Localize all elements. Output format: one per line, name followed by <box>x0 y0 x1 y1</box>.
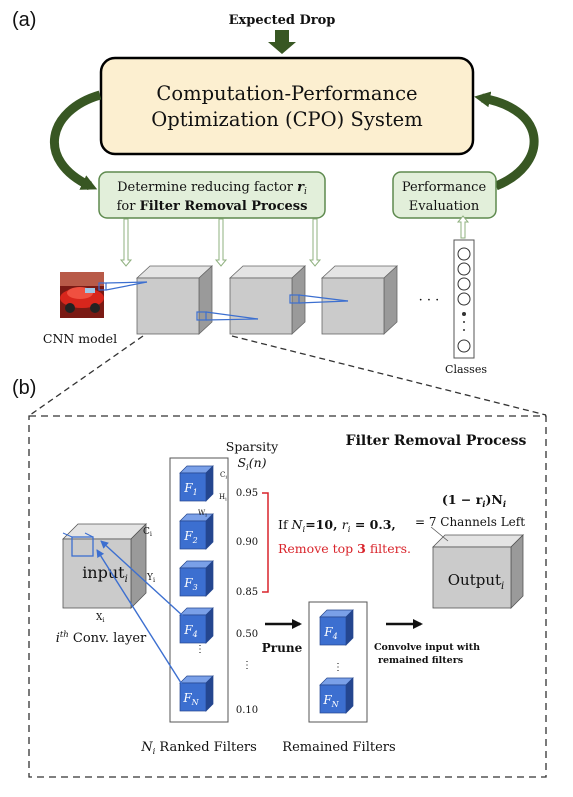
prune-label: Prune <box>262 641 303 655</box>
ranked-filters-label: Ni Ranked Filters <box>140 740 257 757</box>
condition-line: If Ni=10, ri = 0.3, <box>278 517 396 535</box>
remained-filters-vdots: ⋮ <box>333 662 343 673</box>
layer-arrow-1 <box>119 218 133 267</box>
reducing-factor-line2: for Filter Removal Process <box>117 199 308 214</box>
sparsity-function: Si(n) <box>237 455 266 473</box>
layers-ellipsis: · · · <box>419 293 440 308</box>
reducing-factor-box <box>98 171 326 219</box>
left-feedback-arrow <box>49 90 102 191</box>
remained-filter-2: FN <box>319 677 354 714</box>
cpo-title-line1: Computation-Performance <box>156 82 417 105</box>
filter-removal-panel <box>28 415 547 778</box>
cpo-title-line2: Optimization (CPO) System <box>151 108 422 131</box>
channels-left-label: = 7 Channels Left <box>415 515 525 529</box>
zoom-line-left <box>29 335 144 416</box>
ranked-filter-3-label: F3 <box>183 576 197 592</box>
sparsity-values: 0.95 0.90 0.85 0.50 0.10 <box>236 488 258 716</box>
zoom-line-right <box>231 335 547 416</box>
remained-filters-label: Remained Filters <box>282 740 395 755</box>
channels-pointer <box>430 526 449 542</box>
reducing-factor-line1: Determine reducing factor ri <box>117 180 307 197</box>
performance-evaluation-box <box>392 171 497 219</box>
remove-top-filters-text: Remove top 3 filters. <box>278 541 411 556</box>
input-dim-y: Yi <box>146 573 155 584</box>
cnn-input-image <box>60 272 104 318</box>
input-label: inputi <box>82 563 128 585</box>
filterN-to-input-arrow <box>96 549 184 687</box>
ranked-filter-4-label: F4 <box>183 623 197 639</box>
classes-up-arrow <box>456 215 470 239</box>
sparsity-label: Sparsity <box>226 439 279 454</box>
sparsity-value: 0.90 <box>236 537 258 548</box>
panel-a-label: (a) <box>12 9 36 31</box>
removal-bracket <box>262 492 269 593</box>
output-label: Outputi <box>448 571 504 592</box>
ranked-filter-1: F1 <box>179 465 214 502</box>
conv-layer-label: ith Conv. layer <box>56 630 147 646</box>
output-cube <box>432 534 524 609</box>
filter-dim-c: Ci <box>220 471 227 481</box>
remained-filter-2-label: FN <box>322 693 339 709</box>
filter4-to-input-arrow <box>100 540 184 617</box>
classes-label: Classes <box>445 363 487 376</box>
convolve-line1: Convolve input with <box>374 642 480 653</box>
ranked-filters-vdots: ⋮ <box>195 644 205 655</box>
channels-formula: (1 − ri)Ni <box>442 492 506 510</box>
ranked-filter-4: F4 <box>179 607 214 644</box>
cnn-cube-3 <box>320 265 399 335</box>
performance-line1: Performance <box>402 180 487 195</box>
filter-dim-w: Wi <box>198 509 207 519</box>
cnn-model-label: CNN model <box>43 331 117 346</box>
input-dim-c: Ci <box>143 527 152 538</box>
sparsity-value: 0.95 <box>236 488 258 499</box>
remained-filter-1-label: F4 <box>323 625 337 641</box>
filter-dim-h: Hi <box>219 493 227 503</box>
layer-arrow-3 <box>308 218 322 267</box>
ranked-filter-2: F2 <box>179 513 214 550</box>
cpo-system-box <box>99 56 475 156</box>
ranked-filter-5-label: FN <box>182 691 199 707</box>
expected-drop-arrow <box>268 30 296 54</box>
cnn-cube-2 <box>228 265 307 335</box>
ranked-filter-1-label: F1 <box>183 481 197 497</box>
ranked-filter-5: FN <box>179 675 214 712</box>
sparsity-vdots: ⋮ <box>242 660 252 671</box>
receptive-field-lines <box>98 281 349 321</box>
ranked-filter-2-label: F2 <box>183 529 197 545</box>
panel-b-label: (b) <box>12 377 36 399</box>
sparsity-value: 0.10 <box>236 705 258 716</box>
expected-drop-label: Expected Drop <box>229 13 336 28</box>
filter-removal-title: Filter Removal Process <box>346 433 527 449</box>
remained-filter-1: F4 <box>319 609 354 646</box>
convolve-line2: remained filters <box>378 655 463 666</box>
performance-line2: Evaluation <box>409 199 480 214</box>
sparsity-value: 0.50 <box>236 629 258 640</box>
sparsity-value: 0.85 <box>236 587 258 598</box>
classes-column <box>453 239 475 359</box>
ranked-filter-3: F3 <box>179 560 214 597</box>
input-dim-x: Xi <box>96 613 105 624</box>
layer-arrows <box>119 215 470 267</box>
layer-arrow-2 <box>214 218 228 267</box>
cnn-cube-1 <box>135 265 214 335</box>
right-feedback-arrow <box>474 91 539 191</box>
